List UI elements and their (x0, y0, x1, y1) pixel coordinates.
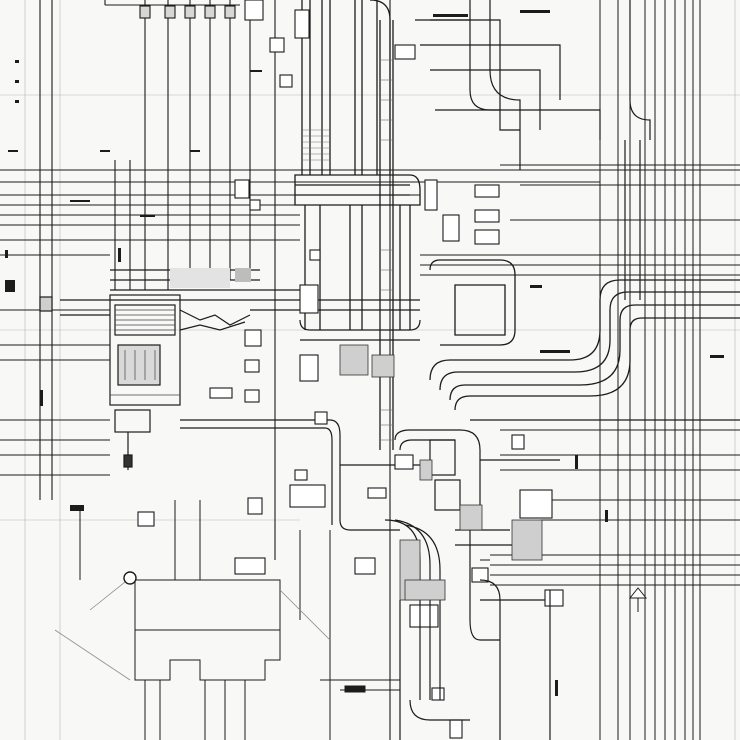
bottom-connector-lines (320, 559, 490, 693)
top-right-pipe-routes (415, 0, 651, 300)
arrow-up-icon (628, 587, 648, 612)
bottom-left-building (79, 500, 331, 740)
right-curved-pipes (429, 259, 740, 421)
top-valve-row (104, 0, 240, 19)
lower-equipment-detail (339, 344, 543, 601)
left-equipment-cluster (39, 294, 251, 470)
riser-hatching (302, 59, 393, 441)
right-vertical-bundle (599, 0, 701, 740)
component-boxes (137, 0, 564, 739)
horizontal-run-lines (0, 164, 740, 586)
marker-ticks (5, 10, 724, 696)
circle-valve-icon (123, 571, 137, 585)
left-cluster-detail-hatch (110, 309, 180, 396)
diagonal-leader-lines (54, 577, 331, 681)
